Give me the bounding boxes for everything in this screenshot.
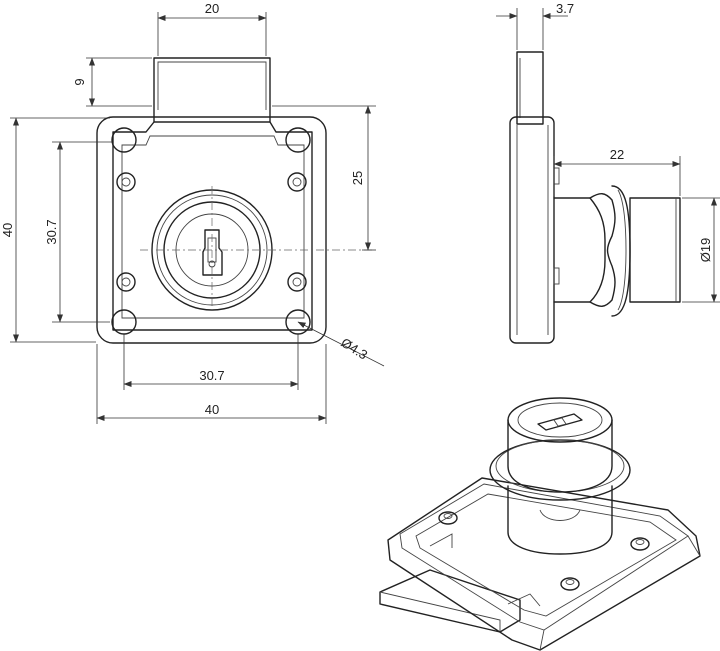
dim-slot-height: 9 — [72, 78, 87, 85]
dim-body-height: 40 — [0, 223, 15, 237]
side-dimensions: 3.7 22 Ø19 — [496, 1, 720, 303]
side-view — [509, 51, 681, 344]
dim-cylinder-length: 22 — [610, 147, 624, 162]
dim-hole-diameter: Ø4.3 — [338, 335, 370, 363]
front-view — [96, 57, 374, 344]
dim-slot-width: 20 — [205, 1, 219, 16]
dim-key-offset: 25 — [350, 171, 365, 185]
dim-hole-pitch-vertical: 30.7 — [44, 219, 59, 244]
dim-cylinder-diameter: Ø19 — [698, 238, 713, 263]
isometric-view — [379, 397, 701, 651]
dim-hole-pitch-horizontal: 30.7 — [199, 368, 224, 383]
dim-body-width: 40 — [205, 402, 219, 417]
dim-plate-thickness: 3.7 — [556, 1, 574, 16]
